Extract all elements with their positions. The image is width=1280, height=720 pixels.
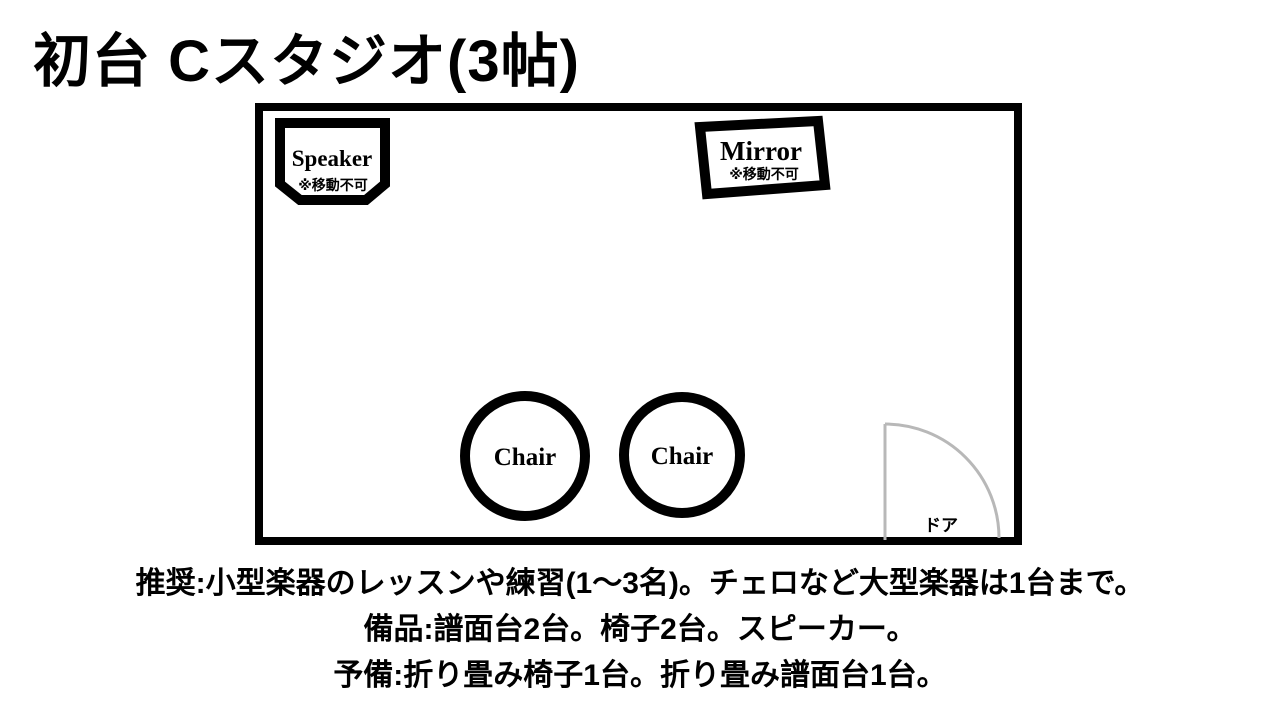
speaker-label: Speaker: [292, 146, 373, 171]
mirror-note: ※移動不可: [729, 166, 799, 182]
room-outline: [255, 103, 1022, 545]
chair-2-circle: [619, 392, 745, 518]
page-title: 初台 Cスタジオ(3帖): [33, 29, 580, 94]
chair-1-circle: [460, 391, 590, 521]
note-spare: 予備:折り畳み椅子1台。折り畳み譜面台1台。: [333, 659, 947, 692]
speaker-box: [275, 118, 390, 205]
note-equipment: 備品:譜面台2台。椅子2台。スピーカー。: [363, 613, 917, 646]
mirror-box: [694, 115, 831, 200]
mirror-label: Mirror: [720, 136, 802, 166]
chair-1-label: Chair: [494, 444, 557, 471]
door-swing-arc: [884, 422, 1001, 539]
chair-2-label: Chair: [651, 443, 714, 470]
door-label: ドア: [924, 516, 958, 535]
note-recommended: 推奨:小型楽器のレッスンや練習(1〜3名)。チェロなど大型楽器は1台まで。: [135, 567, 1145, 600]
speaker-note: ※移動不可: [298, 177, 368, 193]
